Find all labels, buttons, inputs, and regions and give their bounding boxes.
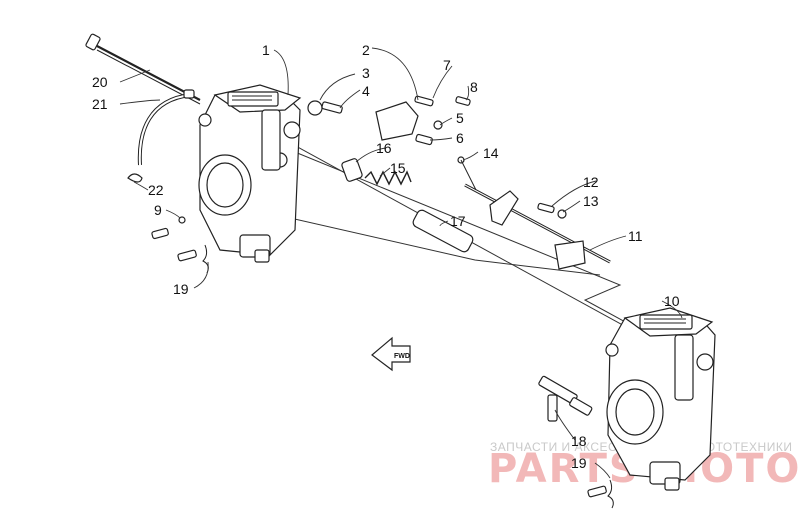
fwd-label: FWD <box>394 353 410 360</box>
hose-clamp-part <box>127 173 143 183</box>
callout-1: 1 <box>262 42 270 58</box>
callout-15: 15 <box>390 160 406 176</box>
callout-labels: 1 2 3 4 5 6 7 8 9 10 11 12 13 14 15 16 1… <box>92 42 680 471</box>
callout-20: 20 <box>92 74 108 90</box>
callout-3: 3 <box>362 65 370 81</box>
jet-screw-parts <box>151 216 614 509</box>
forward-direction-arrow: FWD <box>371 336 411 372</box>
callout-5: 5 <box>456 110 464 126</box>
callout-2: 2 <box>362 42 370 58</box>
throttle-shaft-part <box>457 156 611 270</box>
callout-8: 8 <box>470 79 478 95</box>
callout-17: 17 <box>450 213 466 229</box>
callout-4: 4 <box>362 83 370 99</box>
vent-hose-part <box>137 89 195 166</box>
callout-9: 9 <box>154 202 162 218</box>
left-carburetor-part <box>198 84 302 263</box>
callout-7: 7 <box>443 57 451 73</box>
callout-18: 18 <box>571 433 587 449</box>
spring-and-collar-parts <box>341 158 474 253</box>
callout-12: 12 <box>583 174 599 190</box>
callout-11: 11 <box>628 228 643 244</box>
long-bolt-part <box>85 33 201 105</box>
callout-21: 21 <box>92 96 108 112</box>
callout-16: 16 <box>376 140 392 156</box>
callout-19-left: 19 <box>173 281 189 297</box>
callout-14: 14 <box>483 145 499 161</box>
callout-19-right: 19 <box>571 455 587 471</box>
callout-22: 22 <box>148 182 164 198</box>
right-carburetor-part <box>605 307 716 491</box>
tee-fitting-part <box>538 375 593 422</box>
callout-6: 6 <box>456 130 464 146</box>
callout-13: 13 <box>583 193 599 209</box>
leader-lines <box>119 47 683 479</box>
throttle-linkage-parts <box>307 95 471 146</box>
callout-10: 10 <box>664 293 680 309</box>
